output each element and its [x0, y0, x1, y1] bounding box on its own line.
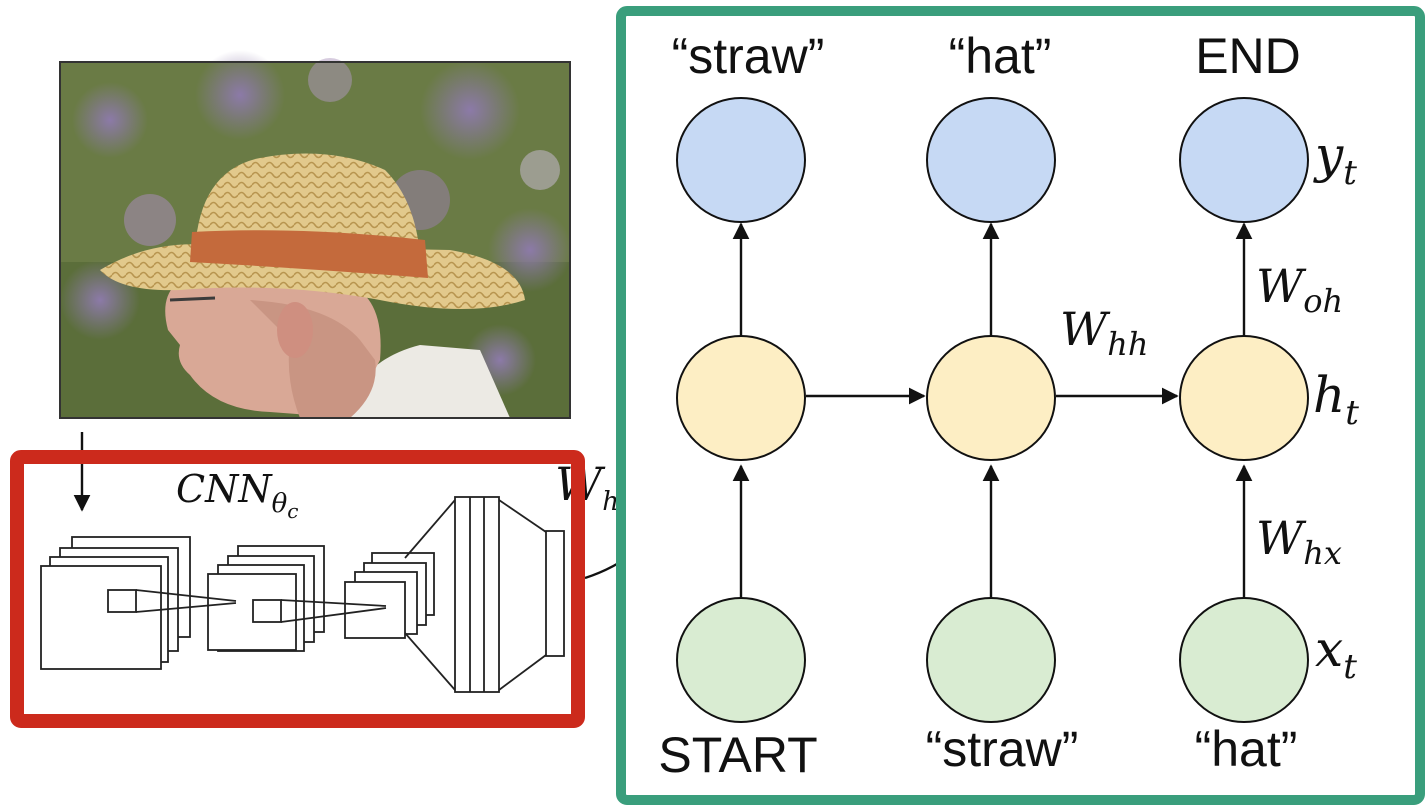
x-t-label: xt — [1315, 620, 1357, 687]
rnn-arrows — [732, 222, 1253, 598]
h-t-label: ht — [1313, 366, 1359, 433]
hidden-node — [926, 335, 1056, 461]
cnn-highlight-box — [10, 450, 585, 728]
input-photo — [59, 50, 572, 419]
input-word-3: “hat” — [1195, 721, 1298, 777]
input-word-1: START — [658, 727, 817, 783]
hidden-node — [676, 335, 806, 461]
input-node — [1179, 597, 1309, 723]
output-node — [1179, 97, 1309, 223]
input-nodes — [676, 597, 1309, 723]
output-word-1: “straw” — [672, 28, 825, 84]
output-word-2: “hat” — [949, 28, 1052, 84]
hidden-node — [1179, 335, 1309, 461]
hidden-nodes — [676, 335, 1309, 461]
input-node — [926, 597, 1056, 723]
input-word-2: “straw” — [926, 721, 1079, 777]
cnn-label: CNNθc — [176, 467, 298, 523]
output-nodes — [676, 97, 1309, 223]
output-node — [676, 97, 806, 223]
w-hh-label: Whh — [1060, 302, 1149, 363]
y-t-label: yt — [1313, 126, 1357, 193]
output-node — [926, 97, 1056, 223]
w-oh-label: Woh — [1256, 259, 1343, 320]
input-node — [676, 597, 806, 723]
output-word-3: END — [1195, 28, 1301, 84]
rnn-highlight-box — [616, 6, 1425, 805]
cnn-network — [40, 496, 565, 693]
w-hx-label: Whx — [1256, 511, 1342, 572]
